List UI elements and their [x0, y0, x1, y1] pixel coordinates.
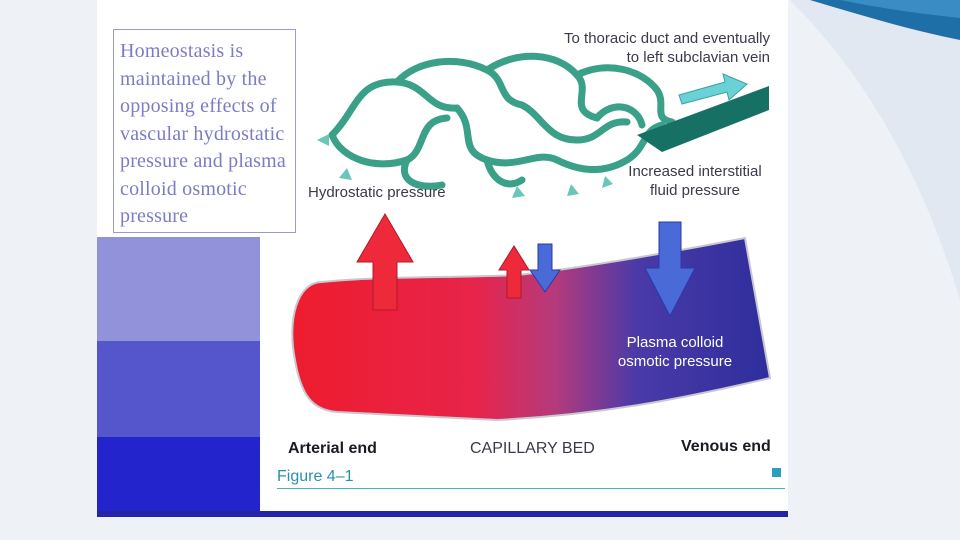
caption-line: opposing effects of — [120, 95, 277, 117]
oncotic-arrow-large — [644, 221, 696, 318]
caption-line: pressure — [120, 205, 189, 227]
lymph-inflow-arrows — [317, 134, 613, 198]
bottom-rule — [97, 511, 788, 517]
caption-box: Homeostasis is maintained by the opposin… — [113, 29, 296, 233]
thoracic-duct-label-line1: To thoracic duct and eventually — [564, 30, 770, 47]
capillary-vessel — [291, 236, 772, 422]
capillary-bed-label: CAPILLARY BED — [470, 440, 595, 457]
lymphatic-duct — [637, 86, 769, 152]
thoracic-duct-label-line2: to left subclavian vein — [626, 49, 770, 66]
arterial-end-label: Arterial end — [288, 440, 377, 457]
plasma-label-line1: Plasma colloid — [626, 334, 724, 351]
caption-line: maintained by the — [120, 67, 267, 90]
hydrostatic-pressure-label: Hydrostatic pressure — [308, 184, 446, 201]
venous-end-label: Venous end — [681, 438, 771, 455]
oncotic-arrow-small — [529, 243, 561, 293]
duct-outflow-arrow — [678, 73, 748, 105]
caption-line: vascular hydrostatic — [120, 122, 285, 145]
color-swatch-light — [97, 237, 260, 341]
hydrostatic-arrow-small — [498, 245, 530, 299]
color-swatch-dark — [97, 437, 260, 517]
plasma-osmotic-label: Plasma colloid osmotic pressure — [600, 333, 750, 371]
hydrostatic-arrow-large — [356, 213, 414, 311]
caption-text: Homeostasis is maintained by the opposin… — [120, 38, 296, 231]
interstitial-label-line2: fluid pressure — [649, 182, 741, 199]
interstitial-pressure-label: Increased interstitial fluid pressure — [600, 162, 790, 200]
capillary-diagram — [291, 52, 772, 422]
caption-line: Homeostasis is — [120, 40, 244, 62]
figure-marker — [772, 468, 781, 477]
interstitial-label-line1: Increased interstitial — [628, 163, 762, 180]
figure-rule — [277, 488, 785, 489]
caption-line: colloid osmotic — [120, 177, 247, 200]
figure-label: Figure 4–1 — [277, 468, 354, 485]
caption-line: pressure and plasma — [120, 150, 286, 172]
plasma-label-line2: osmotic pressure — [617, 353, 733, 370]
thoracic-duct-label: To thoracic duct and eventually to left … — [498, 29, 770, 67]
color-swatch-medium — [97, 341, 260, 437]
